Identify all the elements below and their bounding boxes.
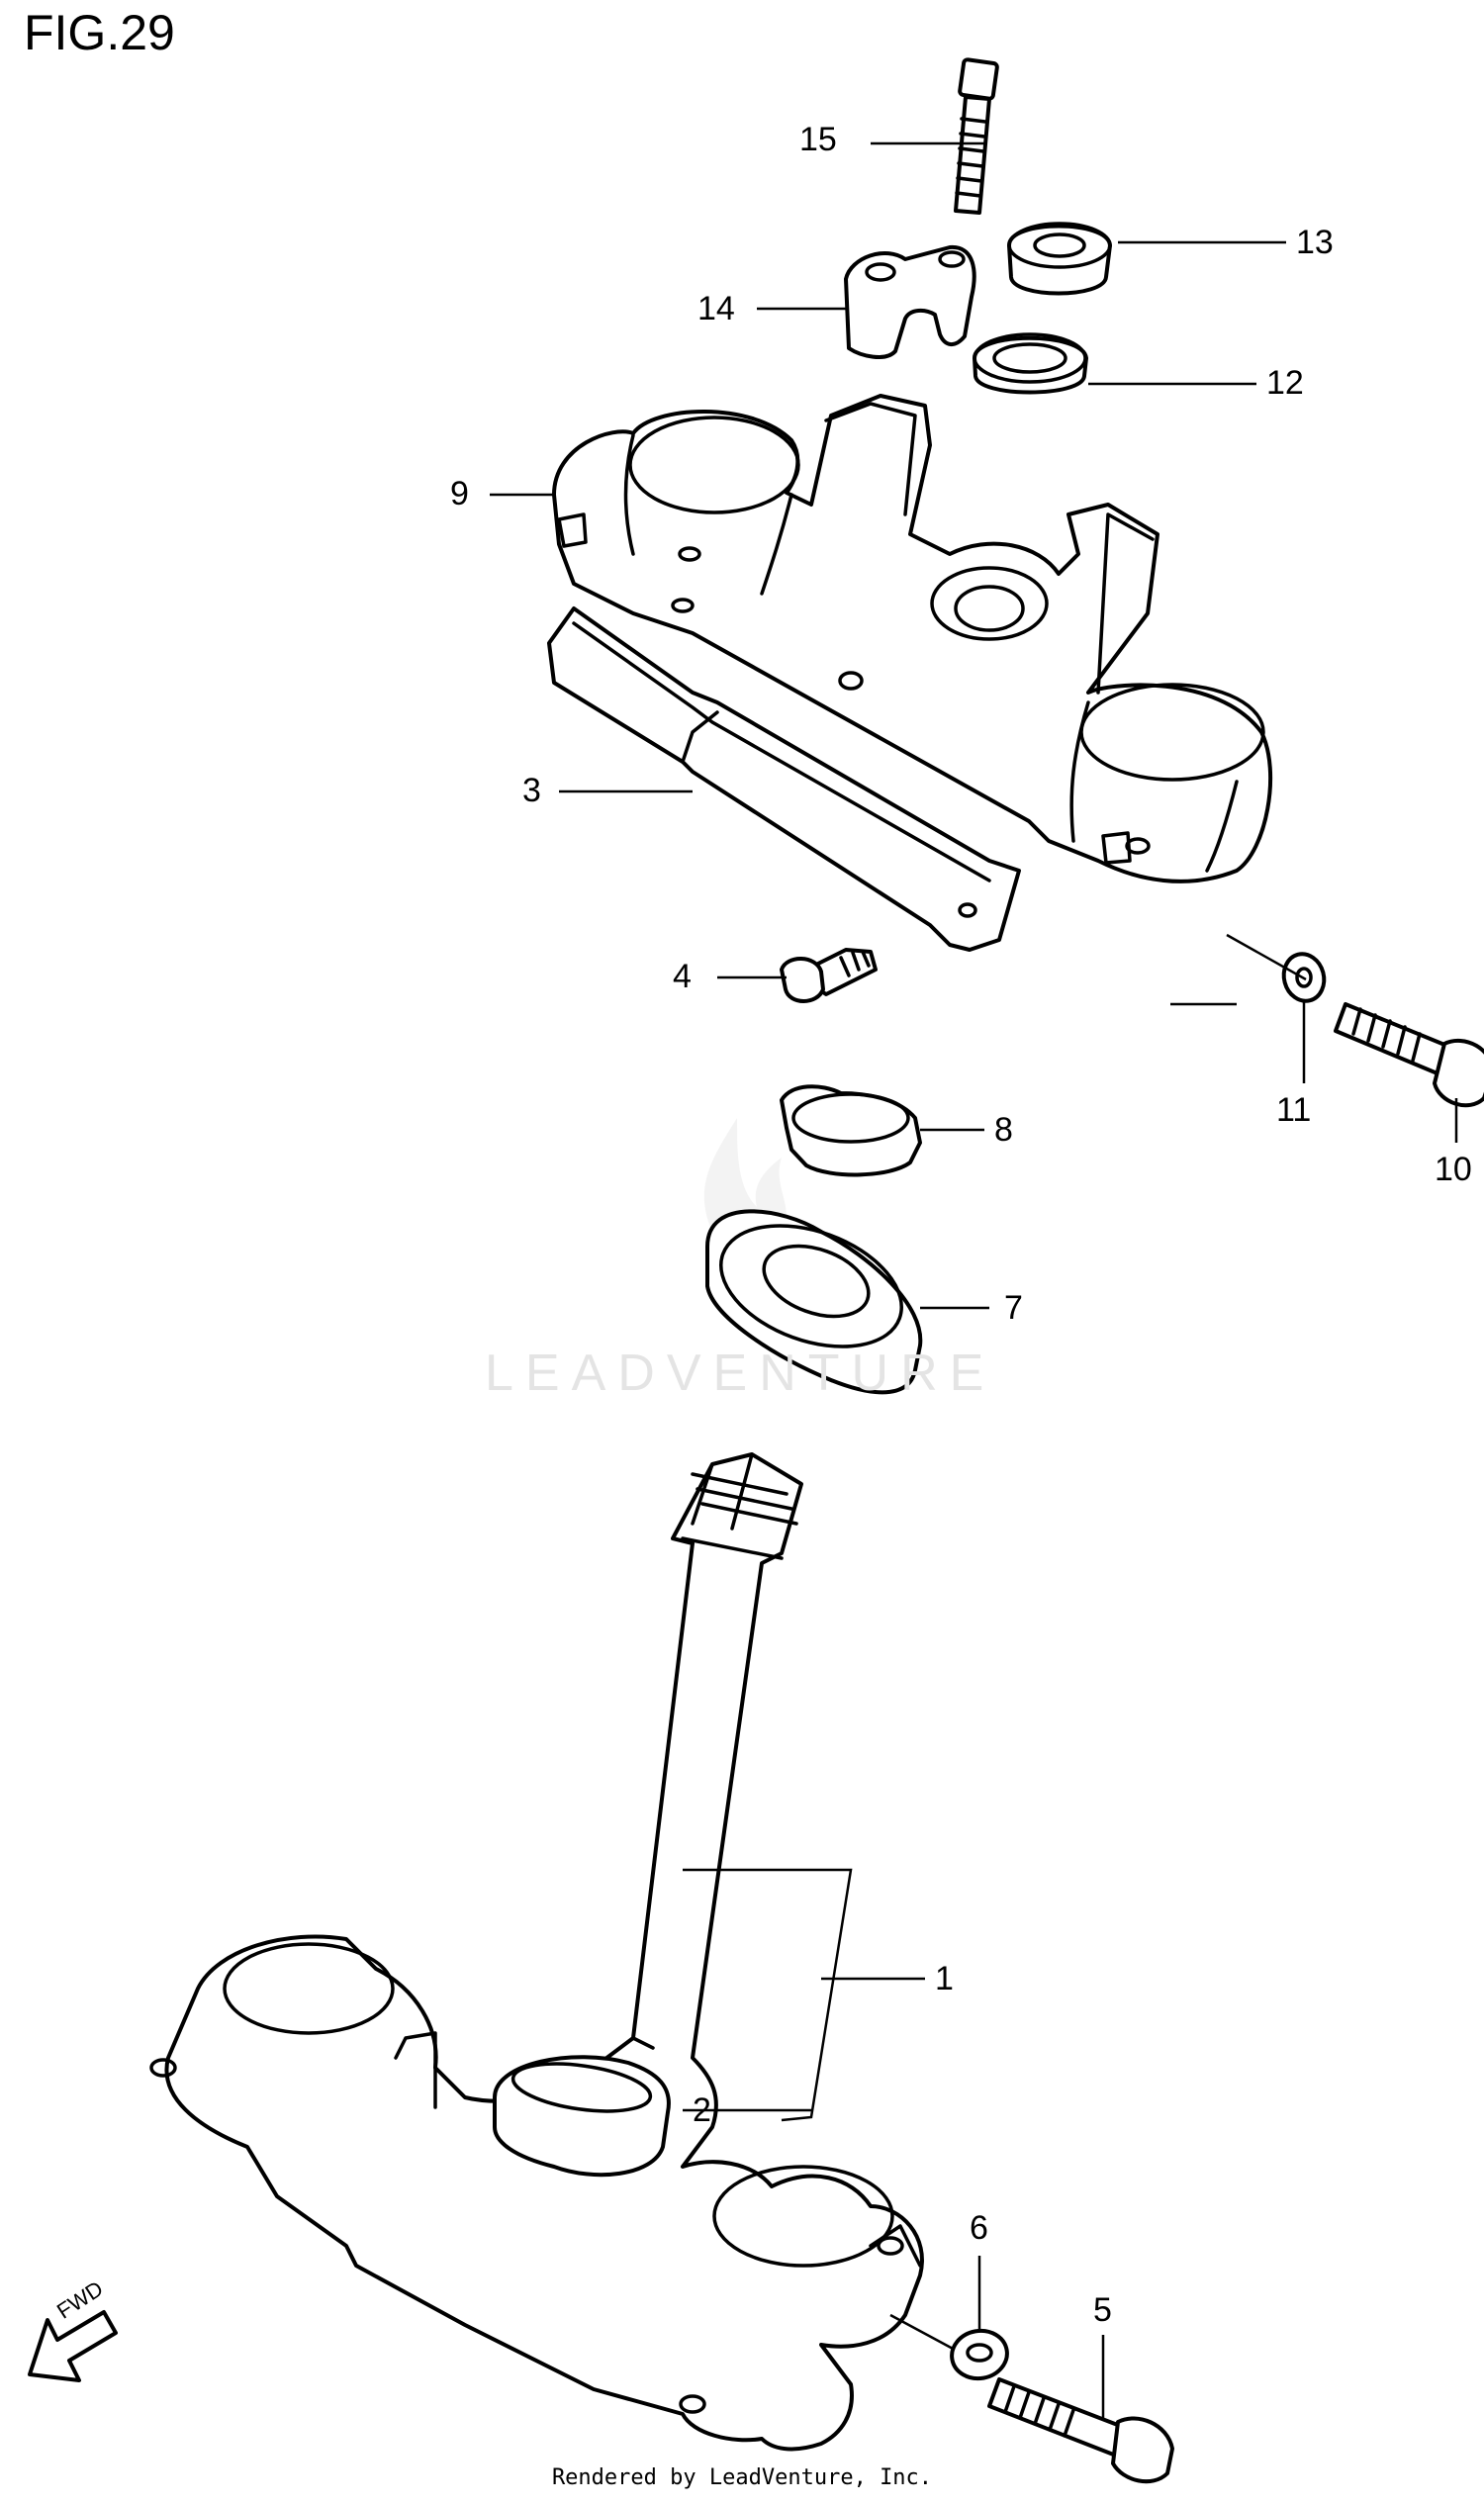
- part-8-nut[interactable]: [780, 1084, 922, 1177]
- callout-14[interactable]: 14: [697, 290, 735, 327]
- part-12-ring[interactable]: [973, 332, 1088, 395]
- footer-credit: Rendered by LeadVenture, Inc.: [551, 2465, 933, 2490]
- callout-6[interactable]: 6: [970, 2209, 988, 2247]
- callout-11[interactable]: 11: [1276, 1091, 1312, 1129]
- callout-4[interactable]: 4: [673, 958, 692, 995]
- callout-9[interactable]: 9: [450, 475, 469, 512]
- callout-3[interactable]: 3: [522, 772, 541, 809]
- figure-title: FIG.29: [24, 5, 175, 60]
- callout-12[interactable]: 12: [1266, 364, 1304, 402]
- part-6-washer[interactable]: [948, 2327, 1010, 2383]
- part-3-cover[interactable]: [547, 606, 1021, 952]
- callout-13[interactable]: 13: [1296, 224, 1334, 261]
- watermark-text: LEADVENTURE: [485, 1345, 996, 1402]
- part-14-holder-cap[interactable]: [844, 244, 976, 359]
- part-13-bushing[interactable]: [1007, 222, 1112, 296]
- part-7-bearing[interactable]: [704, 1203, 923, 1395]
- part-1-steering-stem[interactable]: [149, 1452, 924, 2452]
- callout-1[interactable]: 1: [935, 1960, 954, 1997]
- callout-leaders: [490, 141, 1458, 2419]
- callout-5[interactable]: 5: [1093, 2291, 1112, 2329]
- callout-15[interactable]: 15: [799, 121, 837, 158]
- part-15-bolt[interactable]: [954, 57, 999, 215]
- part-5-bolt[interactable]: [987, 2377, 1174, 2484]
- part-4-bolt[interactable]: [780, 948, 878, 1003]
- callout-7[interactable]: 7: [1004, 1289, 1023, 1327]
- part-2-seal[interactable]: [493, 2055, 671, 2178]
- forward-arrow-icon: [28, 2310, 118, 2382]
- callout-2[interactable]: 2: [693, 2091, 711, 2129]
- part-10-bolt[interactable]: [1334, 1002, 1484, 1108]
- callout-10[interactable]: 10: [1435, 1151, 1472, 1188]
- callout-8[interactable]: 8: [994, 1111, 1013, 1149]
- part-9-upper-bracket[interactable]: [552, 394, 1273, 883]
